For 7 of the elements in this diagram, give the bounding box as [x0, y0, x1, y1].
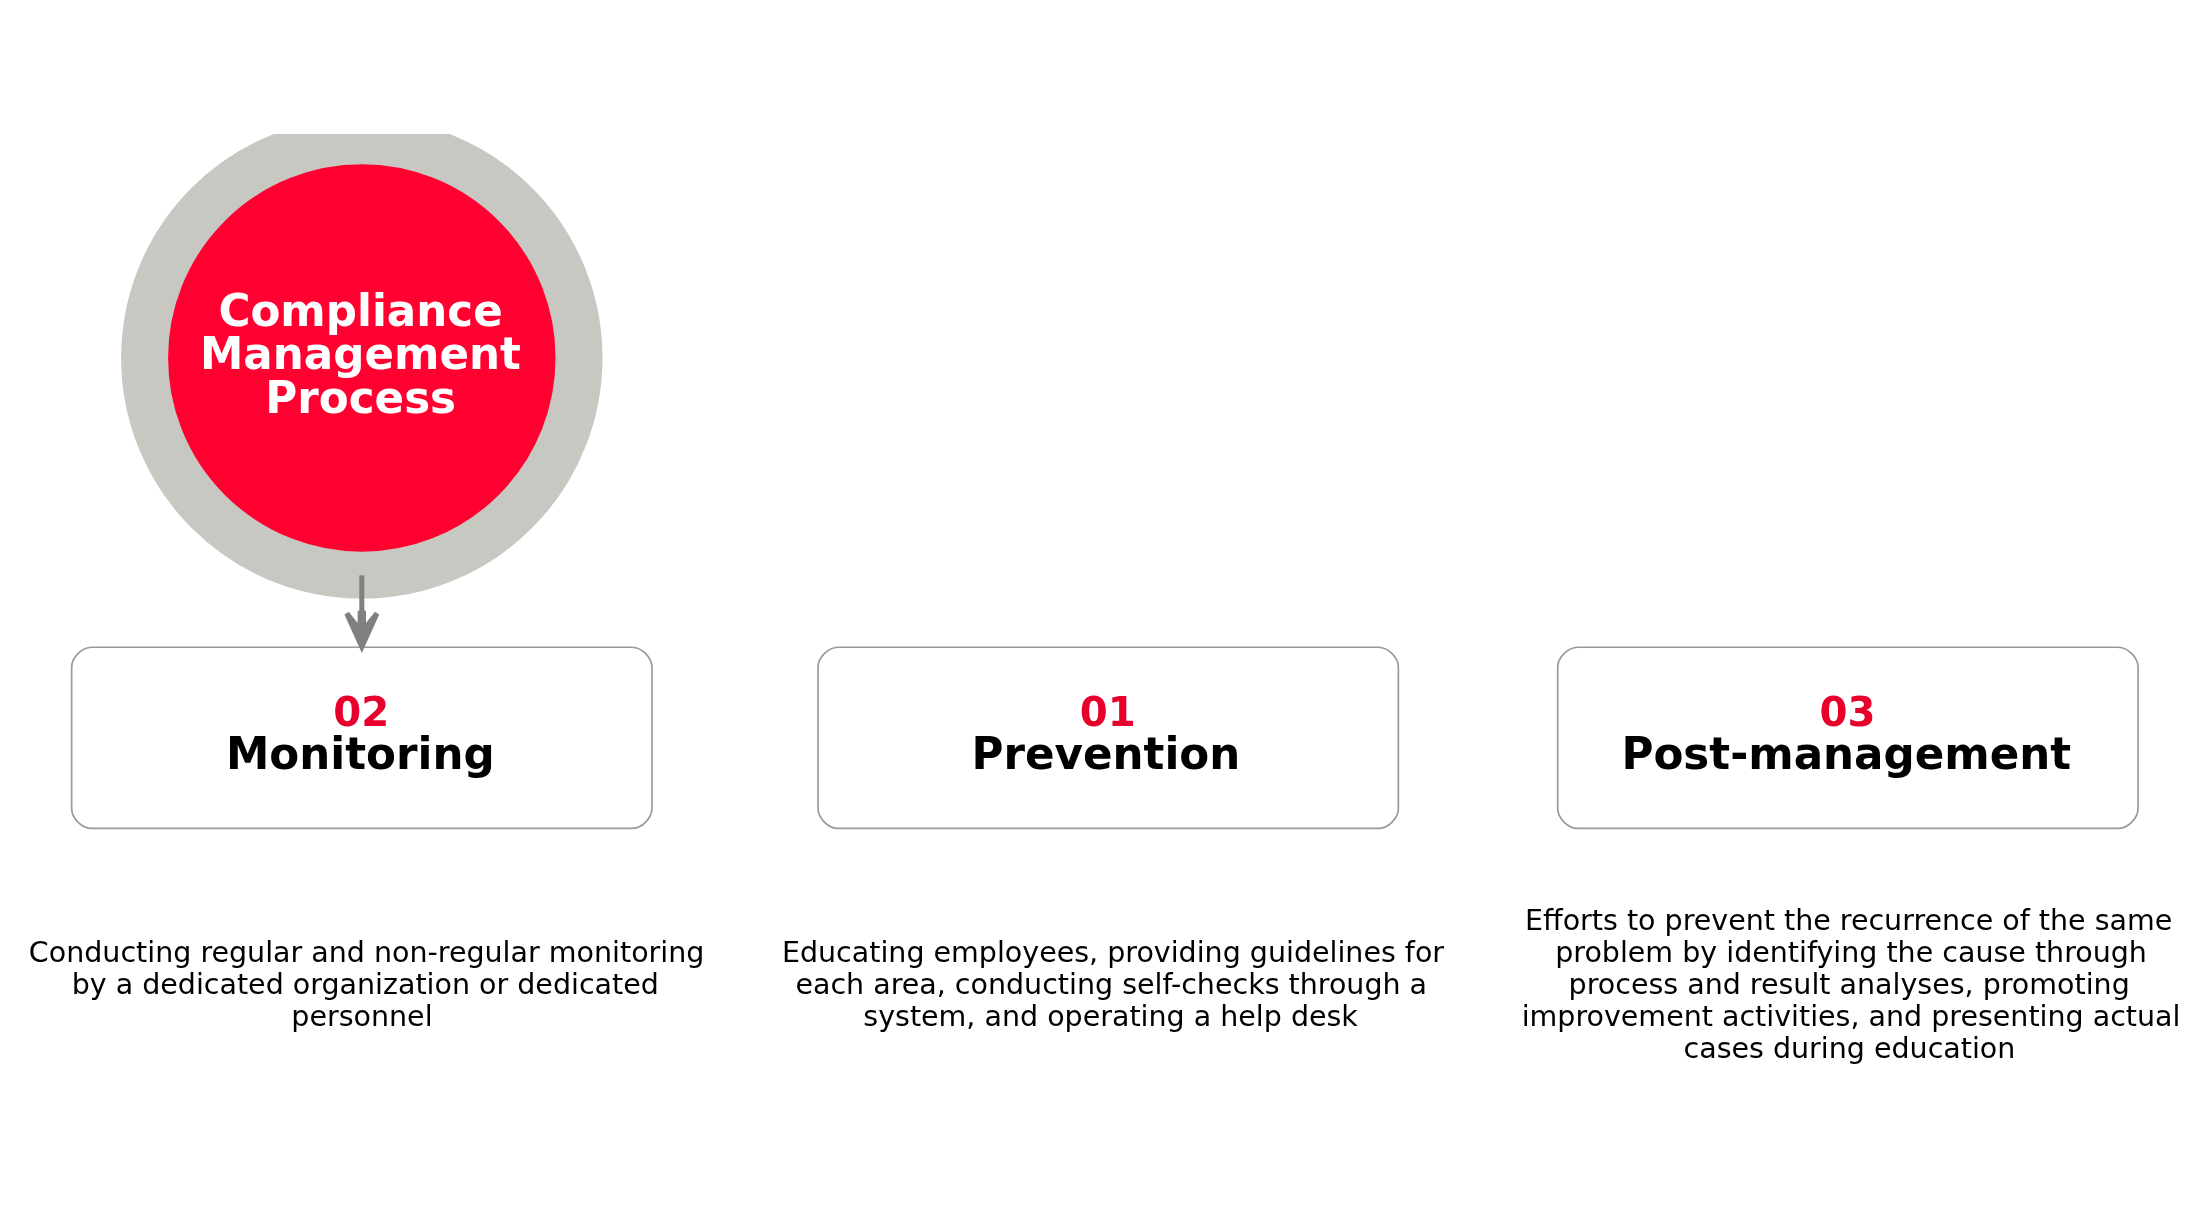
- node-circle: Compliance Management Process: [121, 133, 603, 599]
- node-box: 03 Post-management: [1556, 645, 2139, 829]
- node-label: Educating employees, providing guidelines for each area, conducting self-checks through a system, and operating a help desk: [781, 935, 1445, 1033]
- node-label: Efforts to prevent the recurrence of the same problem by identifying the cause through process and result analyses, promoting improvement activities, and presenting actual cases during education: [1521, 903, 2181, 1065]
- node-box: 02 Monitoring: [70, 645, 653, 829]
- node-box: 01 Prevention: [817, 645, 1400, 829]
- node-label: Conducting regular and non-regular monitoring by a dedicated organization or dedicated personnel: [28, 935, 705, 1033]
